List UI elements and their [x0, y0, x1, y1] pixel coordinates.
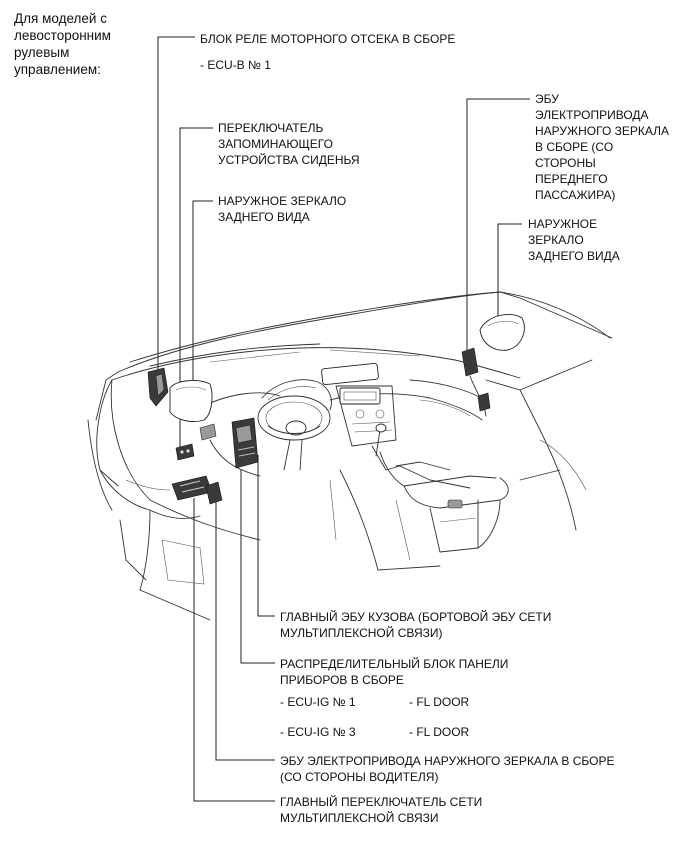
leader-instrument-panel-jb: [240, 470, 275, 664]
leader-lines: [157, 36, 530, 802]
label-mirror-ecu-passenger: ЭБУ ЭЛЕКТРОПРИВОДА НАРУЖНОГО ЗЕРКАЛА В С…: [535, 92, 669, 202]
leader-mirror-ecu-driver: [215, 495, 275, 761]
label-fl-door-2: - FL DOOR: [409, 725, 470, 739]
label-ecu-ig-1: - ECU-IG № 1: [280, 695, 356, 709]
seat-memory-switch: [175, 443, 195, 461]
leader-outer-mirror-left: [192, 200, 213, 405]
leader-seat-memory-switch: [179, 127, 213, 452]
label-fl-door-1: - FL DOOR: [409, 695, 470, 709]
label-engine-relay-block: БЛОК РЕЛЕ МОТОРНОГО ОТСЕКА В СБОРЕ: [200, 32, 456, 46]
leader-engine-relay-block: [157, 36, 195, 372]
label-seat-memory-switch: ПЕРЕКЛЮЧАТЕЛЬ ЗАПОМИНАЮЩЕГО УСТРОЙСТВА С…: [218, 121, 360, 167]
label-main-body-ecu: ГЛАВНЫЙ ЭБУ КУЗОВА (БОРТОВОЙ ЭБУ СЕТИ МУ…: [280, 610, 552, 640]
label-instrument-panel-junction-block: РАСПРЕДЕЛИТЕЛЬНЫЙ БЛОК ПАНЕЛИ ПРИБОРОВ В…: [280, 657, 509, 687]
mirror-ecu-passenger: [461, 347, 491, 417]
label-ecu-b: - ECU-B № 1: [200, 58, 271, 72]
multiplex-master-switch: [171, 475, 213, 501]
outer-mirror-right: [479, 314, 525, 351]
main-body-ecu: [231, 417, 259, 469]
label-outer-mirror-right: НАРУЖНОЕ ЗЕРКАЛО ЗАДНЕГО ВИДА: [528, 217, 620, 263]
mirror-ecu-driver: [205, 481, 223, 505]
leader-multiplex-master-switch: [193, 498, 275, 802]
leader-outer-mirror-right: [497, 223, 522, 318]
label-ecu-ig-3: - ECU-IG № 3: [280, 725, 356, 739]
dashboard-outline: [87, 291, 613, 621]
leader-mirror-ecu-passenger: [466, 98, 530, 372]
label-multiplex-master-switch: ГЛАВНЫЙ ПЕРЕКЛЮЧАТЕЛЬ СЕТИ МУЛЬТИПЛЕКСНО…: [280, 795, 483, 825]
outer-mirror-left: [169, 380, 213, 423]
dash-module-left: [199, 423, 217, 441]
leader-main-body-ecu: [257, 455, 275, 617]
label-outer-mirror-left: НАРУЖНОЕ ЗЕРКАЛО ЗАДНЕГО ВИДА: [218, 194, 347, 224]
label-mirror-ecu-driver: ЭБУ ЭЛЕКТРОПРИВОДА НАРУЖНОГО ЗЕРКАЛА В С…: [280, 754, 615, 784]
steering-side-note: Для моделей с левосторонним рулевым упра…: [14, 11, 111, 77]
engine-relay-block: [147, 367, 169, 407]
